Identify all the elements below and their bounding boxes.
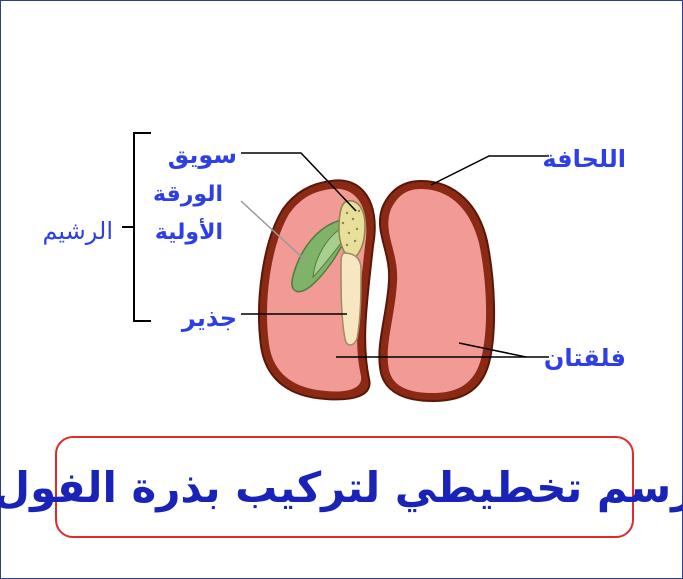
label-radicle: جذير: [181, 304, 237, 332]
label-embryo: الرشيم: [42, 217, 113, 245]
label-testa: اللحافة: [542, 145, 626, 173]
label-cotyledons: فلقتان: [544, 344, 626, 372]
label-first-leaf-line2: الأولية: [155, 217, 223, 245]
embryo-bracket: [122, 133, 151, 321]
label-plumule: سويق: [168, 141, 237, 169]
caption-text: رسم تخطيطي لتركيب بذرة الفول: [0, 463, 683, 512]
testa-leader: [431, 156, 549, 185]
label-first-leaf-line1: الورقة: [153, 182, 223, 207]
caption-box: رسم تخطيطي لتركيب بذرة الفول: [55, 436, 634, 538]
radicle-shape: [341, 253, 361, 345]
